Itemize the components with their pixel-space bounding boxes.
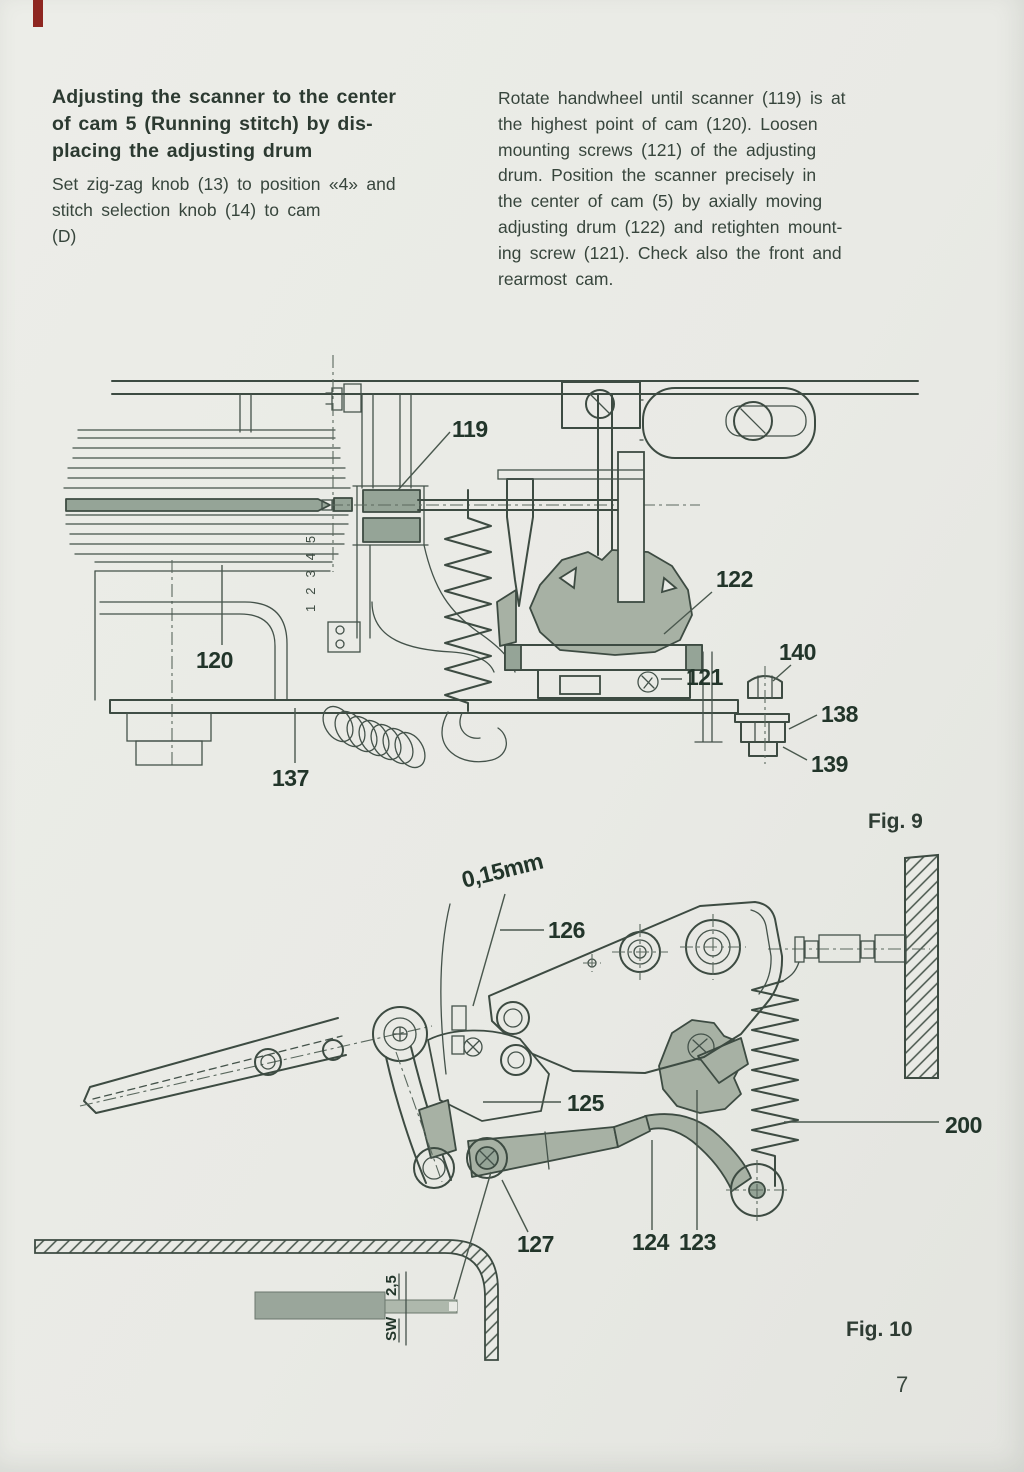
highlighted-cam-5 [65,498,331,512]
fig9-drawing: 12345 [63,355,919,791]
fig9-label-138: 138 [821,701,859,727]
fig9-label-140: 140 [779,639,816,665]
bracket-plate [488,901,784,1074]
fig10-label-200: 200 [945,1112,982,1138]
scanner-carrier [451,1001,532,1076]
fig10-leaders [440,893,939,1233]
adjusting-bar [466,1115,651,1179]
frame-wall [904,853,939,1079]
body-text-line: (D) [52,225,77,246]
fig10-caption: Fig. 10 [846,1318,913,1341]
machine-bed [34,1239,499,1361]
fig9-label-120: 120 [196,647,233,673]
fig9-label-119: 119 [452,416,488,442]
wrench-size-label: 2,5 [383,1275,400,1296]
body-text-line: the center of cam (5) by axially moving [498,191,823,212]
body-text-line: ing screw (121). Check also the front an… [498,242,842,263]
body-text-line: drum. Position the scanner precisely in [498,165,817,186]
fig9-leaders [221,431,818,763]
mounting-screw-121 [637,671,659,693]
fig9-caption: Fig. 9 [868,810,923,833]
crank-lever [644,1019,790,1222]
body-text-line: stitch selection knob (14) to cam [52,199,321,220]
adjusting-drum [496,451,703,699]
fig9-label-122: 122 [716,566,753,592]
anchor-pin [768,934,930,982]
fig10-label-127: 127 [517,1231,554,1257]
link-arm [385,1046,457,1189]
extension-spring [322,705,426,769]
page-number: 7 [896,1372,909,1397]
machine-frame [111,380,919,489]
fig10-label-124: 124 [632,1229,670,1255]
registration-mark [33,0,43,27]
fig10-label-125: 125 [567,1090,605,1116]
fig9-label-137: 137 [272,765,309,791]
section-heading-line: Adjusting the scanner to the center [52,86,397,108]
body-text-line: adjusting drum (122) and retighten mount… [498,216,843,237]
wrench-sw-label: SW [383,1316,400,1341]
body-text-line: mounting screws (121) of the adjusting [498,139,817,160]
fig9-label-139: 139 [811,751,848,777]
body-text-line: the highest point of cam (120). Loosen [498,113,818,134]
fig9-label-121: 121 [686,664,724,690]
right-column: Rotate handwheel until scanner (119) is … [498,86,846,292]
section-heading-line: of cam 5 (Running stitch) by dis- [52,113,373,135]
body-text-line: rearmost cam. [498,268,614,289]
pressure-spring [444,489,492,712]
fig10-drawing: 2,5 SW 0,15mm 126 125 127 124 123 200 [34,850,982,1361]
allen-key: 2,5 SW [254,1171,492,1346]
clamp-screw-127 [475,1146,499,1170]
left-column: Adjusting the scanner to the center of c… [52,84,396,249]
scanner-rod-and-spring [330,478,700,712]
base-plate [109,651,739,769]
wire-hook [441,711,507,763]
section-heading-line: placing the adjusting drum [52,140,313,162]
stop-bolt-assembly [734,666,790,764]
tapered-pin [506,478,534,607]
fig10-label-126: 126 [548,917,585,943]
mounting-bracket [561,381,816,556]
body-text-line: Rotate handwheel until scanner (119) is … [498,88,846,108]
fig10-label-123: 123 [679,1229,716,1255]
cam-stack: 12345 [63,355,351,768]
cam-scale-numbers: 12345 [303,526,318,612]
fig10-gap-label: 0,15mm [459,850,546,893]
body-text-line: Set zig-zag knob (13) to position «4» an… [52,174,396,194]
drive-arm [79,1006,433,1114]
